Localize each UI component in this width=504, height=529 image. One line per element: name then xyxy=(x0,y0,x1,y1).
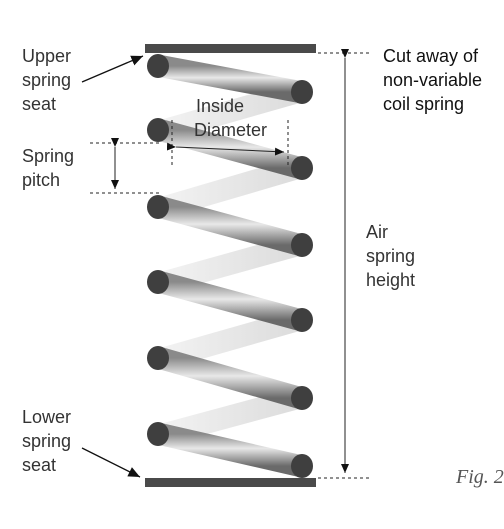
upper-seat-leader xyxy=(81,55,144,83)
lower-spring-seat xyxy=(145,478,316,487)
air-spring-height-label: Air spring height xyxy=(366,222,416,290)
spring-pitch-dimension xyxy=(90,138,160,194)
inside-diameter-label: Inside Diameter xyxy=(194,96,268,140)
coil-wire-ends xyxy=(147,54,313,478)
spring-pitch-label: Spring pitch xyxy=(22,146,75,190)
lower-spring-seat-label: Lower spring seat xyxy=(22,407,72,475)
upper-spring-seat xyxy=(145,44,316,53)
air-spring-height-dimension xyxy=(318,49,372,479)
inside-diameter-dimension xyxy=(166,120,289,165)
coil-front-segments xyxy=(149,55,311,477)
figure-caption: Fig. 2 xyxy=(456,466,504,488)
coil-back-segments xyxy=(154,81,309,445)
lower-seat-leader xyxy=(81,447,141,478)
upper-spring-seat-label: Upper spring seat xyxy=(22,46,72,114)
cutaway-label: Cut away of non-variable coil spring xyxy=(383,46,483,114)
